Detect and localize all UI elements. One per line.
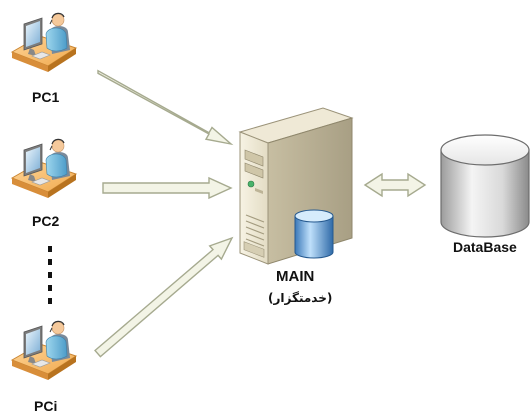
pc1-label: PC1 [32,89,60,105]
database-label: DataBase [453,239,517,255]
database-cylinder-icon [440,134,530,238]
workstation-pc1-icon [11,12,77,73]
arrow-pc1-to-main [97,69,234,146]
server-database-icon [294,209,334,259]
pci-label: PCi [34,398,58,414]
main-label: MAIN [276,268,315,285]
arrow-pci-to-main [94,236,234,358]
ellipsis-dots [48,246,52,304]
main-sublabel: (خدمتگزار) [268,291,333,305]
pc2-label: PC2 [32,213,60,229]
arrow-pc2-to-main [102,176,233,200]
arrow-main-database [363,172,427,198]
workstation-pc2-icon [11,138,77,199]
workstation-pci-icon [11,320,77,381]
